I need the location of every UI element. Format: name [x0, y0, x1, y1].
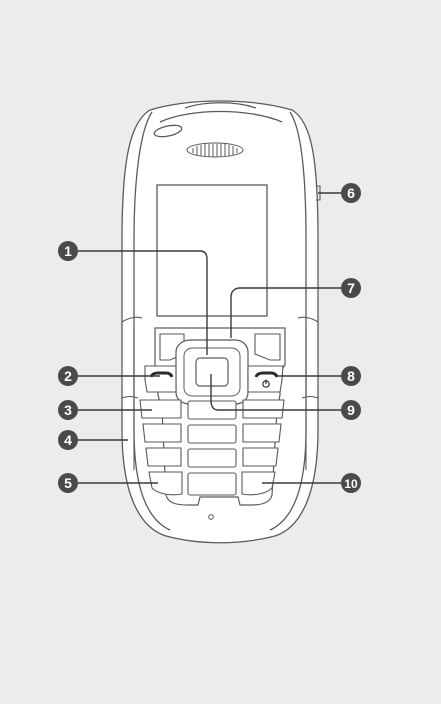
key-9[interactable] — [242, 447, 279, 467]
callout-10-label: 10 — [344, 477, 358, 491]
key-5[interactable] — [187, 424, 237, 444]
key-6[interactable] — [242, 423, 282, 443]
earpiece-cap — [184, 102, 257, 109]
key-1[interactable] — [139, 399, 182, 419]
callout-3-label: 3 — [64, 402, 72, 418]
top-cap — [159, 110, 283, 123]
key-hash[interactable] — [241, 471, 276, 496]
callout-3: 3 — [58, 400, 78, 420]
end-power-key-icon — [254, 371, 279, 378]
key-0[interactable] — [187, 472, 237, 496]
key-3[interactable] — [242, 399, 285, 419]
speaker-grill — [186, 142, 244, 158]
end-power-key[interactable] — [247, 365, 284, 393]
callout-1-label: 1 — [64, 243, 72, 259]
callout-9: 9 — [341, 400, 361, 420]
right-soft-key[interactable] — [254, 333, 281, 361]
callouts: 1 2 3 4 5 6 7 8 — [58, 183, 361, 493]
callout-2-label: 2 — [64, 368, 72, 384]
callout-7-label: 7 — [347, 280, 355, 296]
callout-4: 4 — [58, 430, 78, 450]
callout-8: 8 — [341, 366, 361, 386]
phone-inner-shell-right — [269, 111, 307, 531]
callout-9-label: 9 — [347, 402, 355, 418]
callout-5: 5 — [58, 473, 78, 493]
side-bands — [121, 316, 319, 470]
leader-1 — [78, 250, 208, 355]
key-7[interactable] — [145, 447, 182, 467]
leader-9 — [210, 374, 341, 411]
callout-10: 10 — [341, 473, 361, 493]
call-key-icon — [149, 371, 174, 378]
callout-6: 6 — [341, 183, 361, 203]
callout-5-label: 5 — [64, 475, 72, 491]
camera-oval — [153, 124, 183, 138]
key-8[interactable] — [187, 448, 237, 468]
callout-1: 1 — [58, 241, 78, 261]
alphanumeric-keys — [139, 399, 285, 496]
phone-inner-shell-left — [133, 111, 171, 531]
call-key[interactable] — [144, 365, 177, 393]
callout-2: 2 — [58, 366, 78, 386]
callout-4-label: 4 — [64, 432, 72, 448]
callout-8-label: 8 — [347, 368, 355, 384]
leader-lines — [78, 192, 341, 484]
navigation-key[interactable] — [175, 339, 249, 405]
callout-6-label: 6 — [347, 185, 355, 201]
keypad-frame — [154, 327, 286, 506]
power-symbol-icon — [262, 379, 270, 388]
key-star[interactable] — [148, 471, 183, 496]
leader-7 — [230, 287, 341, 338]
callout-7: 7 — [341, 278, 361, 298]
microphone-hole — [208, 514, 214, 520]
key-4[interactable] — [142, 423, 182, 443]
confirm-key[interactable] — [195, 357, 229, 387]
